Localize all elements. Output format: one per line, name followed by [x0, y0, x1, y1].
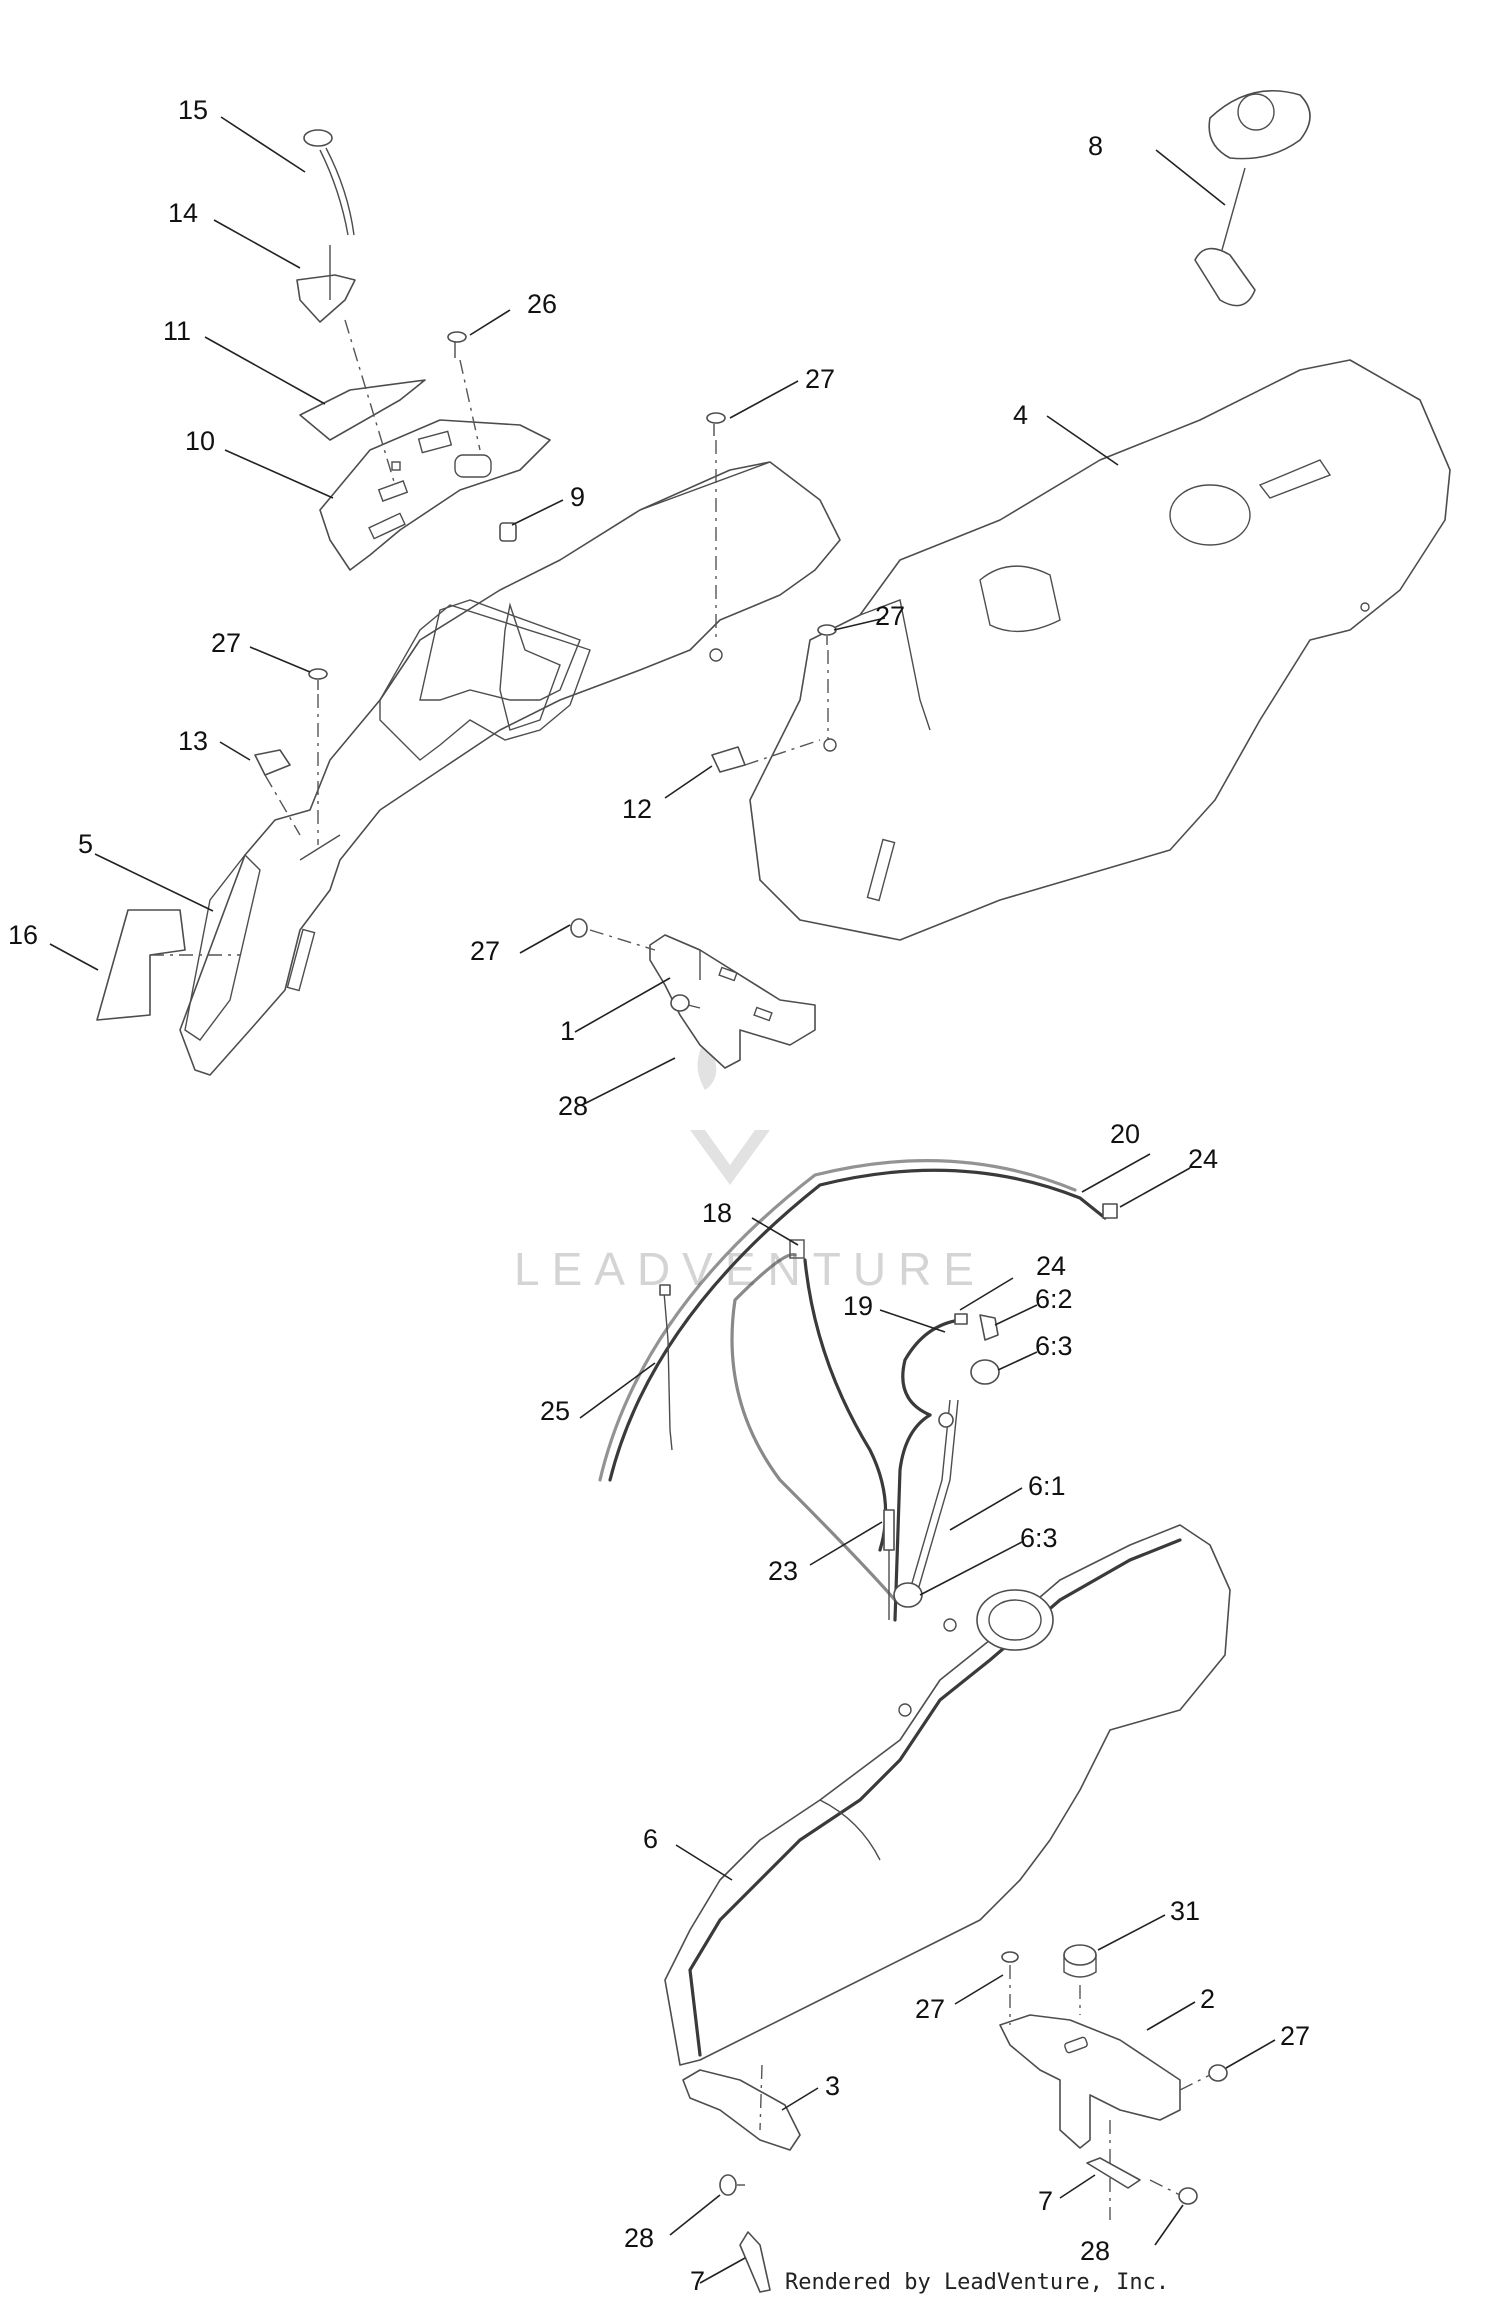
leader-lines [49, 116, 1276, 2284]
bracket-1 [649, 934, 816, 1069]
callout-16: 16 [8, 920, 38, 950]
callout-2: 2 [1200, 1984, 1215, 2014]
left-fender-panel [179, 461, 841, 1076]
callout-6-1: 6:1 [1028, 1471, 1066, 1501]
callout-6-3-lower: 6:3 [1020, 1523, 1058, 1553]
callout-18: 18 [702, 1198, 732, 1228]
clamp-24-lower [954, 1313, 968, 1325]
tank-cover-4 [749, 359, 1451, 941]
callout-27-bracket2-right: 27 [1280, 2021, 1310, 2051]
screw-26 [447, 331, 481, 451]
callout-25: 25 [540, 1396, 570, 1426]
callout-3: 3 [825, 2071, 840, 2101]
callout-15: 15 [178, 95, 208, 125]
callout-24-upper: 24 [1188, 1144, 1218, 1174]
callout-13: 13 [178, 726, 208, 756]
bumper-12 [711, 746, 746, 773]
callout-7-right: 7 [1038, 2186, 1053, 2216]
pickup-tube-6-1 [909, 1399, 959, 1591]
callout-31: 31 [1170, 1896, 1200, 1926]
callout-23: 23 [768, 1556, 798, 1586]
callout-11: 11 [163, 316, 191, 346]
screw-27-bracket2-right [1179, 2064, 1228, 2091]
callout-4: 4 [1013, 400, 1028, 430]
decal-16 [96, 909, 186, 1021]
screw-28-bracket [670, 994, 701, 1012]
callout-27-bracket2-top: 27 [915, 1994, 945, 2024]
clip-9 [499, 522, 517, 542]
render-credit: Rendered by LeadVenture, Inc. [785, 2270, 1170, 2295]
callout-20: 20 [1110, 1119, 1140, 1149]
callout-28-right: 28 [1080, 2236, 1110, 2266]
callout-9: 9 [570, 482, 585, 512]
callout-27-left: 27 [211, 628, 241, 658]
bumper-13 [254, 749, 291, 776]
screw-28-left [719, 2174, 745, 2196]
control-panel-10 [319, 419, 551, 571]
callout-labels: 15 14 26 11 10 27 9 27 13 5 16 27 1 28 8… [8, 95, 1310, 2296]
callout-27-cover: 27 [875, 601, 905, 631]
fuel-tank-6 [664, 1524, 1231, 2066]
callout-28-left: 28 [624, 2223, 654, 2253]
strap-7-right [1086, 2157, 1141, 2189]
callout-6-2: 6:2 [1035, 1284, 1073, 1314]
screw-27-top [706, 412, 726, 662]
callout-14: 14 [168, 198, 198, 228]
callout-1: 1 [560, 1016, 575, 1046]
callout-10: 10 [185, 426, 215, 456]
grommet-6-3-lower [893, 1582, 923, 1608]
leadventure-watermark: LEADVENTURE [514, 1040, 974, 1295]
valve-23 [883, 1509, 895, 1620]
throttle-knob-14 [296, 245, 396, 486]
callout-7-left: 7 [690, 2266, 705, 2296]
callout-6: 6 [643, 1824, 658, 1854]
strap-7-left [739, 2231, 771, 2293]
screw-28-right [1149, 2179, 1198, 2205]
callout-24-lower: 24 [1036, 1251, 1066, 1281]
callout-27-bracket: 27 [470, 936, 500, 966]
grommet-6-3-upper [970, 1359, 1000, 1385]
knob-handle-15 [303, 129, 355, 236]
fuel-cap-8 [1194, 89, 1311, 307]
clamp-24-upper [1102, 1203, 1118, 1219]
callout-26: 26 [527, 289, 557, 319]
callout-8: 8 [1088, 131, 1103, 161]
cable-tie-25 [659, 1284, 673, 1451]
fitting-6-2 [979, 1314, 999, 1341]
callout-5: 5 [78, 829, 93, 859]
bumper-31 [1063, 1944, 1097, 2015]
callout-28-bracket: 28 [558, 1091, 588, 1121]
callout-19: 19 [843, 1291, 873, 1321]
callout-6-3-upper: 6:3 [1035, 1331, 1073, 1361]
vent-hose-19 [893, 1318, 962, 1622]
decal-11 [299, 379, 426, 441]
callout-12: 12 [622, 794, 652, 824]
fuel-hose-20 [598, 1158, 1107, 1482]
bracket-2 [999, 2014, 1181, 2220]
callout-27-top: 27 [805, 364, 835, 394]
screw-27-left [308, 668, 328, 845]
screw-27-bracket [570, 918, 656, 951]
bracket-3 [682, 2064, 801, 2151]
screw-27-bracket2-top [1001, 1951, 1019, 2025]
